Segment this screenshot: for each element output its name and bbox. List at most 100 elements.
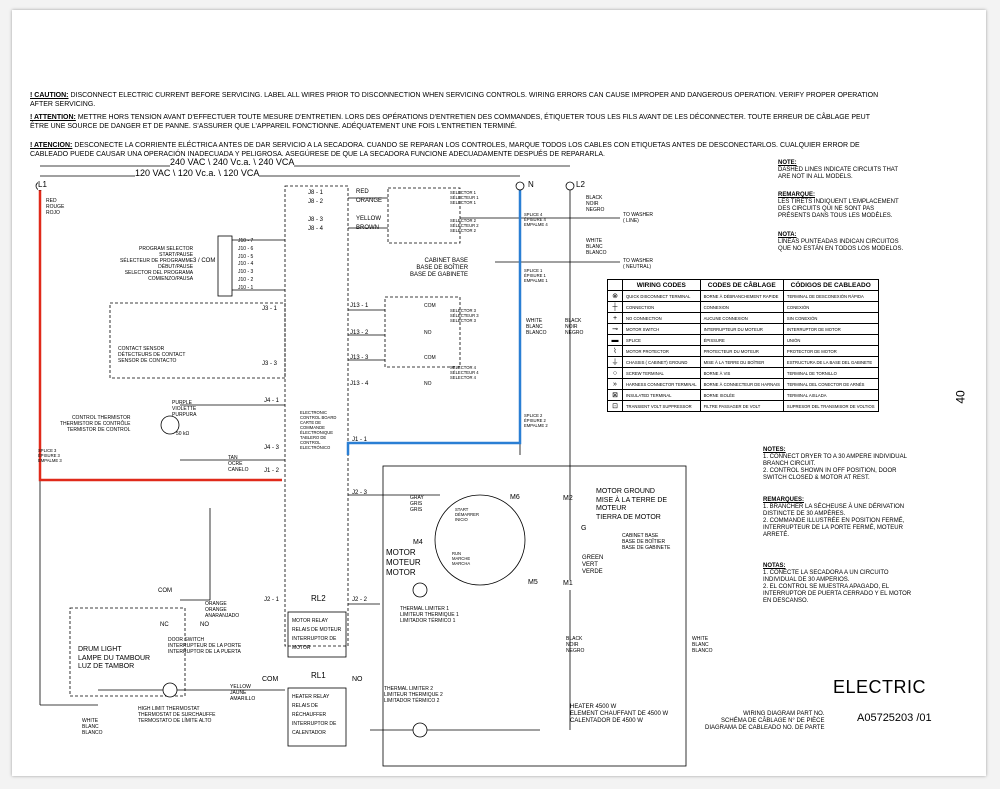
voltage-120-label: 120 VAC \ 120 Vc.a. \ 120 VCA (135, 168, 260, 178)
wire-label-green: GREEN VERT VERDE (582, 555, 604, 575)
com-label-1: COM (424, 303, 436, 309)
wire-label-black: BLACK NOIR NEGRO (586, 195, 605, 213)
com-label-door: COM (158, 588, 172, 594)
codes-cell-en: NO CONNECTION (622, 312, 701, 324)
codes-cell-en: MOTOR PROTECTOR (622, 345, 701, 357)
wire-label-tan: TAN OCRE CANELO (228, 455, 249, 473)
attention-warning: ! ATTENTION: METTRE HORS TENSION AVANT D… (30, 114, 870, 130)
code-symbol-icon: ⏚ (607, 356, 623, 368)
door-switch-label: DOOR SWITCH INTERRUPTEUR DE LA PORTE INT… (168, 637, 242, 655)
j3-1-label: J3 - 1 (262, 306, 278, 312)
part-number-label: WIRING DIAGRAM PART NO. SCHÉMA DE CÂBLAG… (705, 711, 825, 731)
start-winding-label: START DÉMARRER INICIO (455, 507, 479, 522)
code-symbol-icon: ⊸ (607, 323, 623, 335)
orange-label: ORANGE (356, 198, 383, 204)
code-symbol-icon: ▬ (607, 334, 623, 346)
j8-3-label: J8 - 3 (308, 217, 324, 223)
wire-label-yellow: YELLOW JAUNE AMARILLO (230, 684, 256, 702)
com-3-label: 3 / COM (193, 258, 216, 264)
j2-3-label: J2 - 3 (352, 490, 368, 496)
selector-1-label: SELECTOR 1 SÉLECTEUR 1 SELECTOR 1 (450, 190, 479, 205)
to-washer-line-label: TO WASHER ( LINE) (623, 212, 654, 224)
codes-cell-es: ESTRUCTURA DE LA BASE DEL GABINETE (782, 356, 879, 368)
program-selector-label: PROGRAM SELECTOR START/PAUSE SÉLECTEUR D… (120, 246, 194, 282)
heater-relay-label: HEATER RELAY RELAIS DE RÉCHAUFFER INTERR… (292, 694, 337, 736)
j8-4-label: J8 - 4 (308, 226, 324, 232)
j8-1-label: J8 - 1 (308, 190, 324, 196)
drum-light-label: DRUM LIGHT LAMPE DU TAMBOUR LUZ DE TAMBO… (78, 646, 151, 670)
codes-icon-header (607, 279, 623, 291)
codes-header-es: CÓDIGOS DE CABLEADO (782, 279, 879, 291)
contact-sensor-label: CONTACT SENSOR DÉTECTEURS DE CONTACT SEN… (118, 346, 186, 364)
codes-header-en: WIRING CODES (622, 279, 701, 291)
m4-label: M4 (413, 539, 423, 546)
splice-2-label: SPLICE 2 ÉPISURE 2 EMPALME 2 (524, 413, 548, 428)
codes-cell-es: CONEXIÓN (782, 301, 879, 313)
com-label-2: COM (424, 355, 436, 361)
control-thermistor-label: CONTROL THERMISTOR THERMISTOR DE CONTRÔL… (60, 415, 131, 433)
com-label-relay: COM (262, 676, 279, 683)
splice-1-label: SPLICE 1 ÉPISURE 1 EMPALME 1 (524, 268, 548, 283)
part-number: A05725203 /01 (857, 712, 932, 724)
j13-1-label: J13 - 1 (350, 303, 369, 309)
heater-label: HEATER 4500 W ELEMENT CHAUFFANT DE 4500 … (570, 704, 669, 724)
wire-label-white-3: WHITE BLANC BLANCO (526, 318, 547, 336)
to-washer-neutral-label: TO WASHER ( NEUTRAL) (623, 258, 654, 270)
code-symbol-icon: ○ (607, 367, 623, 379)
wire-label-purple: PURPLE VIOLETTE PURPURA (172, 400, 197, 418)
j2-1-label: J2 - 1 (264, 597, 280, 603)
m5-label: M5 (528, 579, 538, 586)
wire-label-black-2: BLACK NOIR NEGRO (565, 318, 584, 336)
no-label-2: NO (424, 381, 432, 387)
codes-cell-en: INSULATED TERMINAL (622, 389, 701, 401)
wire-label-white: WHITE BLANC BLANCO (586, 238, 607, 256)
splice-3-label: SPLICE 3 ÉPISURE 3 EMPALME 3 (38, 448, 62, 463)
codes-cell-en: CHASSIS ( CABINET) GROUND (622, 356, 701, 368)
j1-1-label: J1 - 1 (352, 437, 368, 443)
atencion-warning: ! ATENCION: DESCONECTE LA CORRIENTE ELÉC… (30, 142, 860, 158)
notes-fr: REMARQUES: 1. BRANCHER LA SÉCHEUSE À UNE… (763, 497, 905, 538)
codes-cell-fr: ÉPISSURE (699, 334, 784, 346)
codes-cell-en: QUICK DISCONNECT TERMINAL (622, 290, 701, 302)
codes-cell-fr: MISE À LA TERRE DU BOÎTIER (699, 356, 784, 368)
codes-cell-en: HARNESS CONNECTOR TERMINAL (622, 378, 701, 390)
electric-title: ELECTRIC (833, 677, 927, 697)
notes-en: NOTES: 1. CONNECT DRYER TO A 30 AMPERE I… (763, 447, 907, 481)
codes-cell-fr: BORNE À DÉBRANCHEMENT RAPIDE (699, 290, 784, 302)
j4-3-label: J4 - 3 (264, 445, 280, 451)
dashed-note: NOTE: DASHED LINES INDICATE CIRCUITS THA… (778, 160, 899, 180)
codes-cell-es: INTERRUPTOR DE MOTOR (782, 323, 879, 335)
wire-label-white-2: WHITE BLANC BLANCO (82, 718, 103, 736)
wire-label-white-4: WHITE BLANC BLANCO (692, 636, 713, 654)
codes-cell-fr: CONNEXION (699, 301, 784, 313)
codes-cell-es: PROTECTOR DE MOTOR (782, 345, 879, 357)
terminal-n: N (528, 180, 534, 190)
wiring-codes-table: WIRING CODES CODES DE CÂBLAGE CÓDIGOS DE… (607, 279, 879, 412)
codes-cell-fr: BORNE ISOLÉE (699, 389, 784, 401)
selector-2-label: SELECTOR 2 SÉLECTEUR 2 SELECTOR 2 (450, 218, 479, 233)
j13-3-label: J13 - 3 (350, 355, 369, 361)
codes-cell-es: SIN CONEXIÓN (782, 312, 879, 324)
code-symbol-icon: + (607, 312, 623, 324)
run-winding-label: RUN MARCHE MARCHA (452, 551, 471, 566)
m2-label: M2 (563, 495, 573, 502)
codes-cell-en: TRANSIENT VOLT SUPPRESSOR (622, 400, 701, 412)
wire-label-black-3: BLACK NOIR NEGRO (566, 636, 585, 654)
no-label-door: NO (200, 622, 209, 628)
codes-header-fr: CODES DE CÂBLAGE (699, 279, 784, 291)
codes-cell-es: TERMINAL DEL CONECTOR DE ARNÉS (782, 378, 879, 390)
voltage-240-label: 240 VAC \ 240 Vc.a. \ 240 VCA (170, 157, 295, 167)
selector-4-label: SELECTOR 4 SÉLECTEUR 4 SELECTOR 4 (450, 365, 479, 380)
j4-1-label: J4 - 1 (264, 398, 280, 404)
code-symbol-icon: ⊗ (607, 290, 623, 302)
fifty-kohm-label: 50 kΩ (176, 431, 190, 437)
codes-cell-en: SPLICE (622, 334, 701, 346)
